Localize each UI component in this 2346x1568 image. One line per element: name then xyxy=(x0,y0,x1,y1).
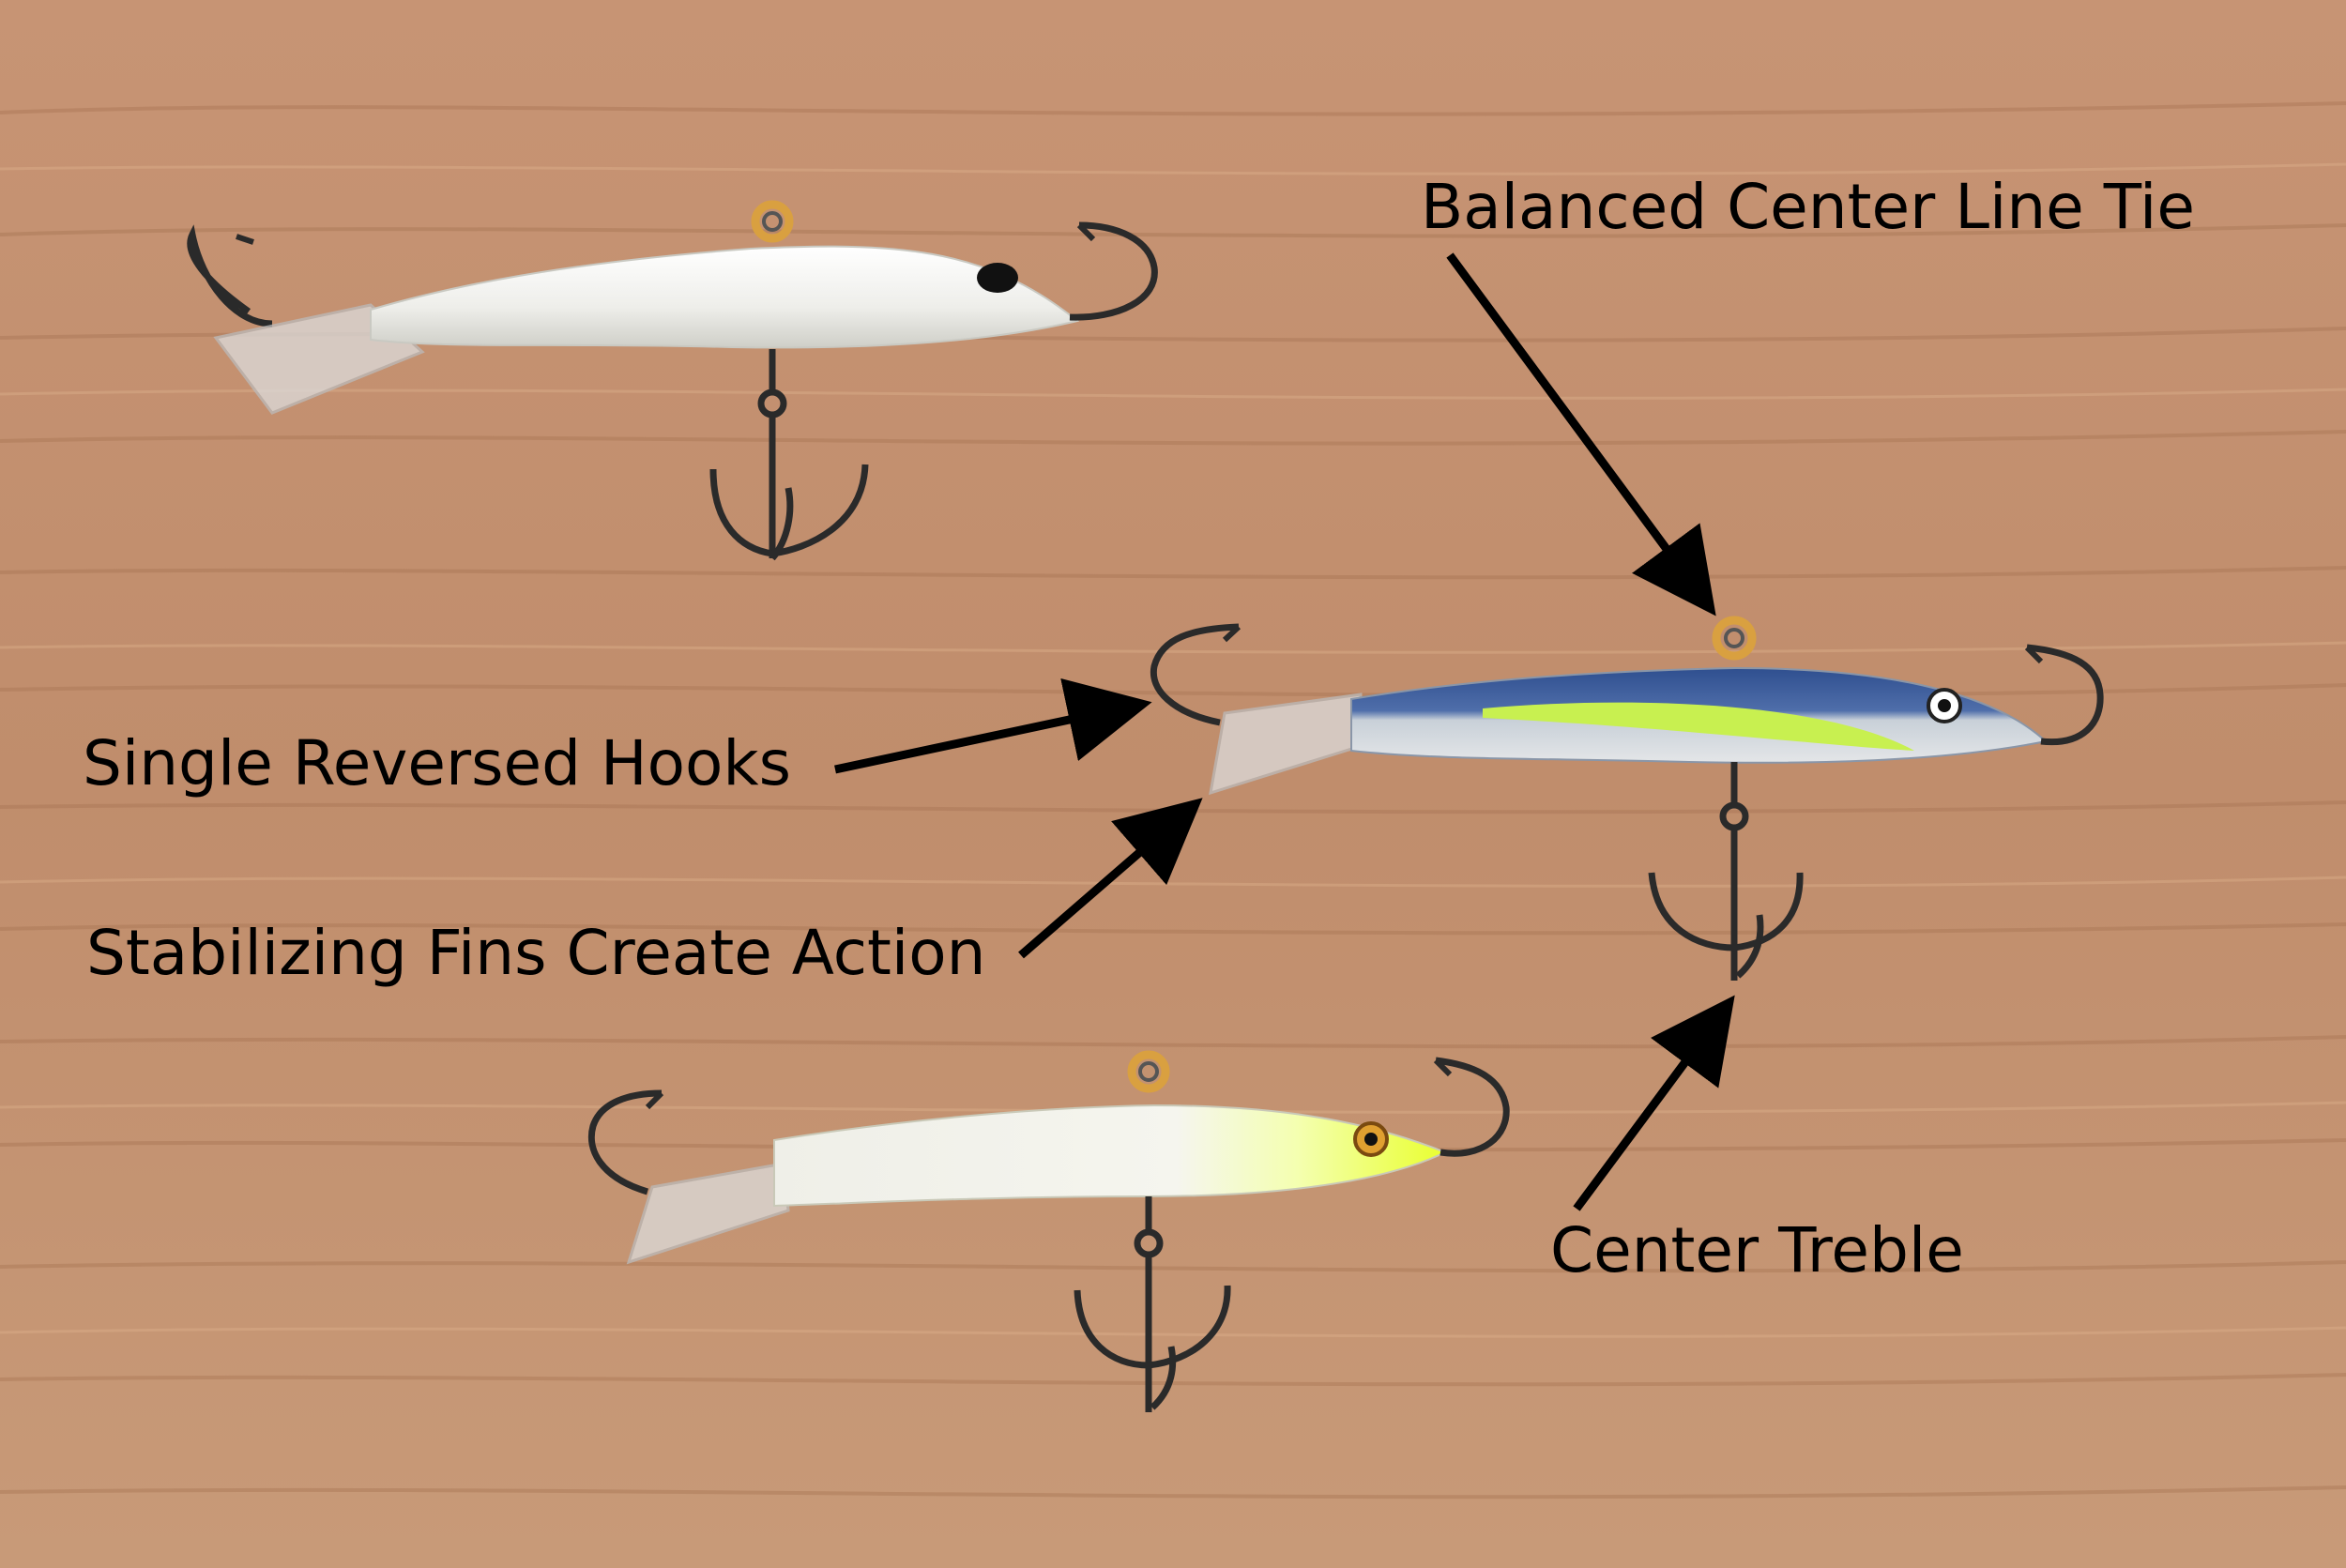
treble-hook-icon xyxy=(709,349,869,561)
treble-hook-icon xyxy=(1648,762,1804,981)
treble-hook-icon xyxy=(1074,1196,1231,1412)
arrow-fins xyxy=(1018,798,1203,959)
front-hook-icon xyxy=(1435,1057,1510,1157)
blue-lure xyxy=(1150,616,2104,981)
arrow-treble xyxy=(1573,995,1735,1211)
white-lure xyxy=(187,200,1158,561)
annotation-arrows xyxy=(834,252,1735,1211)
wood-grain-light xyxy=(0,162,2346,1338)
front-hook-icon xyxy=(1069,221,1158,321)
rear-hook-icon xyxy=(187,224,273,327)
rear-hook-icon xyxy=(587,1089,663,1195)
lure-eye xyxy=(977,263,1018,293)
front-hook-icon xyxy=(2026,644,2104,746)
chartreuse-lure xyxy=(587,1050,1510,1412)
arrow-hooks xyxy=(834,677,1152,774)
rear-hook-icon xyxy=(1150,623,1240,726)
label-center-treble: Center Treble xyxy=(1550,1214,1964,1286)
label-balanced-center-line-tie: Balanced Center Line Tie xyxy=(1421,171,2195,243)
label-single-reversed-hooks: Single Reversed Hooks xyxy=(83,727,792,799)
lure-stripe xyxy=(1483,702,1914,751)
label-stabilizing-fins: Stabilizing Fins Create Action xyxy=(86,917,986,989)
line-tie-icon xyxy=(751,200,794,243)
arrow-tie xyxy=(1446,252,1716,617)
line-tie-icon xyxy=(1712,616,1757,661)
line-tie-icon xyxy=(1127,1050,1170,1093)
